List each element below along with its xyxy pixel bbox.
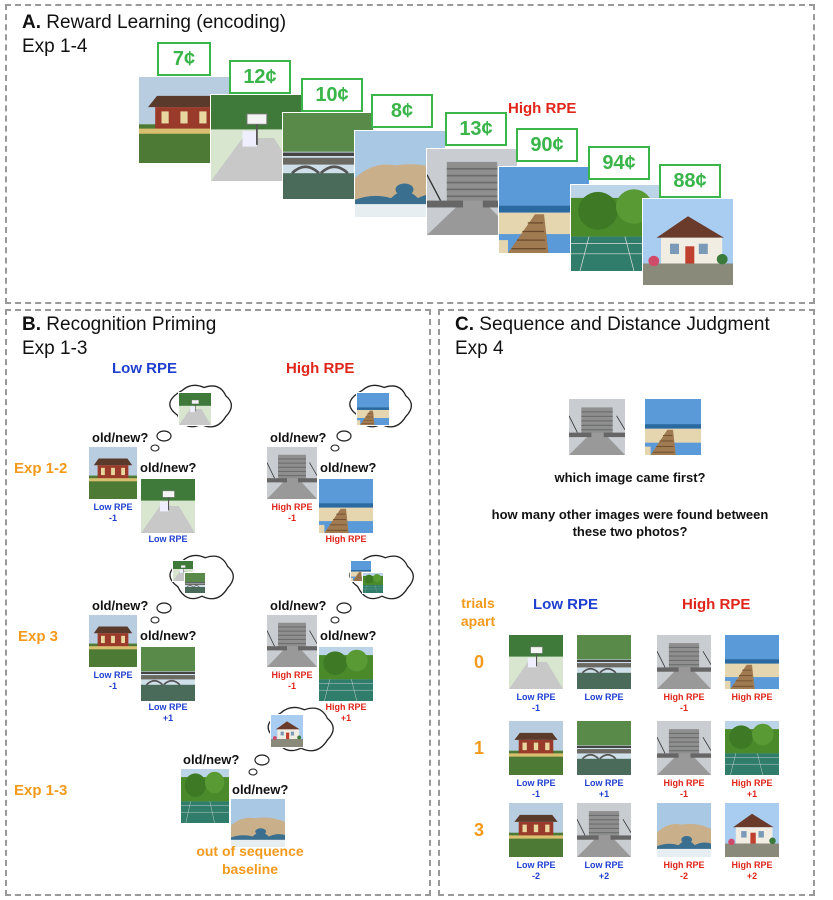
target-image [230, 798, 286, 848]
panel-b-title: B. Recognition Priming [22, 314, 217, 335]
old-new-prompt: old/new? [183, 752, 240, 767]
distance-0: 0 [474, 652, 485, 672]
sequence-image [644, 398, 702, 456]
old-new-prompt: old/new? [320, 460, 377, 475]
panel-c-title: C. Sequence and Distance Judgment [455, 314, 770, 335]
panel-b [5, 309, 431, 896]
row-label-exp-1-2: Exp 1-2 [14, 460, 68, 477]
distance-image [576, 634, 632, 690]
panel-b-subtitle: Exp 1-3 [22, 338, 88, 359]
panel-a [5, 4, 815, 304]
panel-a-subtitle: Exp 1-4 [22, 36, 88, 57]
reward-box: 94¢ [588, 146, 650, 180]
caption: Low RPE-1 [516, 778, 556, 799]
reward-box: 10¢ [301, 78, 363, 112]
distance-image [508, 634, 564, 690]
question-distance: how many other images were found between… [491, 507, 769, 539]
low-rpe-heading: Low RPE [533, 596, 599, 613]
caption: Low RPE [584, 692, 624, 702]
caption: High RPE+1 [731, 778, 773, 799]
distance-3: 3 [474, 820, 485, 840]
caption: Low RPE-1 [516, 692, 556, 713]
distance-image [656, 634, 712, 690]
caption: High RPE [731, 692, 773, 702]
prime-image [180, 768, 230, 824]
distance-image [656, 720, 712, 776]
distance-image [508, 720, 564, 776]
caption: High RPE-1 [271, 502, 313, 523]
caption: Low RPE [148, 534, 188, 544]
distance-image [724, 802, 780, 858]
distance-image [656, 802, 712, 858]
reward-box: 8¢ [371, 94, 433, 128]
caption: High RPE+2 [731, 860, 773, 881]
sequence-image [568, 398, 626, 456]
old-new-prompt: old/new? [140, 460, 197, 475]
target-image [318, 646, 374, 702]
question-first: which image came first? [554, 470, 706, 485]
distance-image [576, 802, 632, 858]
old-new-prompt: old/new? [140, 628, 197, 643]
row-label-exp-3: Exp 3 [18, 628, 59, 645]
distance-image [724, 634, 780, 690]
cued-image [356, 392, 390, 426]
low-rpe-heading: Low RPE [112, 360, 178, 377]
prime-image [88, 614, 138, 668]
old-new-prompt: old/new? [270, 598, 327, 613]
high-rpe-heading: High RPE [286, 360, 355, 377]
old-new-prompt: old/new? [270, 430, 327, 445]
reward-box: 88¢ [659, 164, 721, 198]
caption: Low RPE-1 [93, 670, 133, 691]
high-rpe-label: High RPE [508, 100, 577, 117]
target-image [140, 478, 196, 534]
encoding-image [642, 198, 734, 286]
panel-c [438, 309, 815, 896]
target-image [140, 646, 196, 702]
caption: High RPE [325, 534, 367, 544]
caption: Low RPE-2 [516, 860, 556, 881]
cued-image [184, 572, 206, 594]
encoding-image [498, 166, 590, 254]
distance-image [724, 720, 780, 776]
cued-image [178, 392, 212, 426]
old-new-prompt: old/new? [92, 430, 149, 445]
old-new-prompt: old/new? [232, 782, 289, 797]
caption: High RPE-1 [663, 692, 705, 713]
distance-image [508, 802, 564, 858]
prime-image [266, 614, 318, 668]
old-new-prompt: old/new? [92, 598, 149, 613]
caption: Low RPE+1 [584, 778, 624, 799]
reward-box: 90¢ [516, 128, 578, 162]
cued-image [362, 572, 384, 594]
prime-image [88, 446, 138, 500]
caption: High RPE-2 [663, 860, 705, 881]
cued-image [270, 714, 304, 748]
row-label-exp-1-3: Exp 1-3 [14, 782, 68, 799]
reward-box: 7¢ [157, 42, 211, 76]
reward-box: 12¢ [229, 60, 291, 94]
panel-a-title: A. Reward Learning (encoding) [22, 12, 287, 33]
prime-image [266, 446, 318, 500]
high-rpe-heading: High RPE [682, 596, 751, 613]
old-new-prompt: old/new? [320, 628, 377, 643]
target-image [318, 478, 374, 534]
distance-image [576, 720, 632, 776]
caption: High RPE+1 [325, 702, 367, 723]
caption: Low RPE+2 [584, 860, 624, 881]
caption: Low RPE-1 [93, 502, 133, 523]
distance-1: 1 [474, 738, 485, 758]
panel-c-subtitle: Exp 4 [455, 338, 504, 359]
caption: High RPE-1 [271, 670, 313, 691]
caption: High RPE-1 [663, 778, 705, 799]
caption: Low RPE+1 [148, 702, 188, 723]
reward-box: 13¢ [445, 112, 507, 146]
